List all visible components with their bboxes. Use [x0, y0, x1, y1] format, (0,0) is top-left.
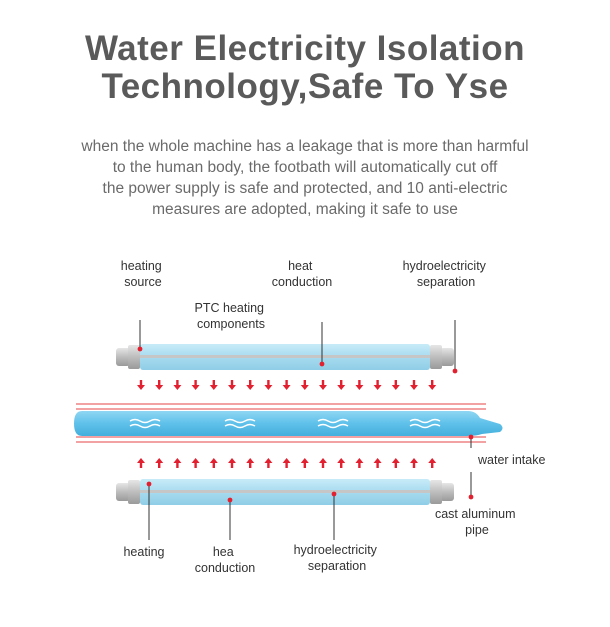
- arrow-icon: [137, 458, 145, 468]
- arrow-icon: [173, 458, 182, 468]
- label-hydroelectricity-separation-bottom: hydroelectricity separation: [294, 543, 381, 573]
- arrow-icon: [155, 458, 164, 468]
- arrow-icon: [337, 458, 346, 468]
- arrow-icon: [228, 458, 236, 468]
- description-line-1: when the whole machine has a leakage tha…: [81, 138, 529, 155]
- arrow-icon: [137, 380, 145, 390]
- water-pipe: [74, 403, 503, 443]
- description: when the whole machine has a leakage tha…: [0, 136, 610, 220]
- arrow-icon: [410, 380, 418, 390]
- arrow-icon: [155, 380, 164, 390]
- arrow-icon: [337, 380, 346, 390]
- arrow-icon: [264, 380, 273, 390]
- arrow-icon: [391, 458, 400, 468]
- page-title: Water Electricity Isolation Technology,S…: [0, 30, 610, 106]
- leader-lines: [137, 320, 474, 540]
- arrow-icon: [319, 380, 327, 390]
- arrow-icon: [228, 380, 236, 390]
- bottom-heating-tube: [116, 479, 454, 505]
- arrow-icon: [173, 380, 182, 390]
- arrow-icon: [355, 380, 364, 390]
- arrow-icon: [209, 380, 218, 390]
- label-hea-conduction: hea conduction: [195, 545, 256, 575]
- title-line-1: Water Electricity Isolation: [84, 29, 526, 68]
- description-line-4: measures are adopted, making it safe to …: [152, 201, 458, 218]
- arrow-icon: [300, 380, 309, 390]
- arrow-icon: [373, 458, 382, 468]
- top-heating-tube: [116, 344, 454, 370]
- title-line-2: Technology,Safe To Yse: [101, 67, 509, 106]
- arrow-icon: [264, 458, 273, 468]
- arrow-icon: [246, 458, 255, 468]
- description-line-2: to the human body, the footbath will aut…: [112, 159, 498, 176]
- description-line-3: the power supply is safe and protected, …: [102, 180, 508, 197]
- label-heating-bottom: heating: [123, 545, 164, 559]
- arrow-icon: [209, 458, 218, 468]
- arrow-icon: [355, 458, 364, 468]
- arrow-icon: [373, 380, 382, 390]
- arrow-icon: [300, 458, 309, 468]
- arrow-icon: [191, 380, 200, 390]
- arrow-icon: [428, 380, 437, 390]
- arrow-icon: [282, 380, 291, 390]
- arrow-icon: [246, 380, 255, 390]
- label-ptc-heating-components: PTC heating components: [195, 301, 268, 331]
- arrow-icon: [191, 458, 200, 468]
- arrow-icon: [319, 458, 327, 468]
- label-cast-aluminum-pipe: cast aluminum pipe: [435, 507, 519, 537]
- arrow-icon: [410, 458, 418, 468]
- label-hydroelectricity-separation-top: hydroelectricity separation: [403, 259, 490, 289]
- label-heating-source: heating source: [121, 259, 166, 289]
- arrow-icon: [282, 458, 291, 468]
- label-heat-conduction: heat conduction: [272, 259, 333, 289]
- heat-arrows-down: [137, 380, 437, 390]
- arrow-icon: [391, 380, 400, 390]
- heat-arrows-up: [137, 458, 437, 468]
- arrow-icon: [428, 458, 437, 468]
- label-water-intake: water intake: [477, 453, 545, 467]
